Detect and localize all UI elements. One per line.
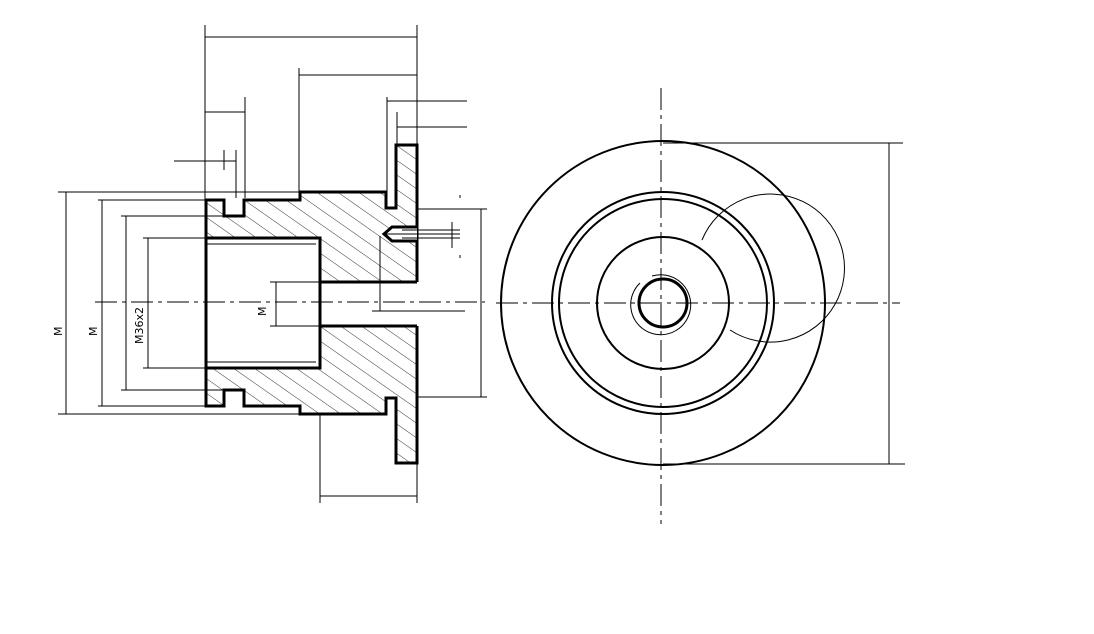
drill-hole bbox=[381, 195, 461, 258]
dimensions bbox=[58, 25, 487, 503]
hatch-flange-bottom bbox=[396, 398, 417, 463]
hatch-flange-top bbox=[396, 145, 417, 208]
label-collar-diameter: M bbox=[87, 327, 100, 337]
thread-bore bbox=[204, 236, 322, 370]
outer-profile-upper bbox=[204, 143, 419, 282]
section-view: M M M36x2 M bbox=[52, 25, 487, 503]
section-outline bbox=[204, 143, 419, 465]
end-view bbox=[496, 88, 905, 524]
outer-profile-lower bbox=[204, 326, 419, 465]
label-outer-diameter: M bbox=[52, 327, 65, 337]
bore-chamfer-arc bbox=[630, 274, 692, 336]
thread-arc bbox=[701, 193, 845, 343]
label-thread-diameter: M36x2 bbox=[133, 307, 146, 344]
label-bore-diameter: M bbox=[256, 307, 269, 317]
shoulder-circle-inner bbox=[558, 198, 768, 408]
hatch-lower-wall bbox=[206, 326, 417, 414]
